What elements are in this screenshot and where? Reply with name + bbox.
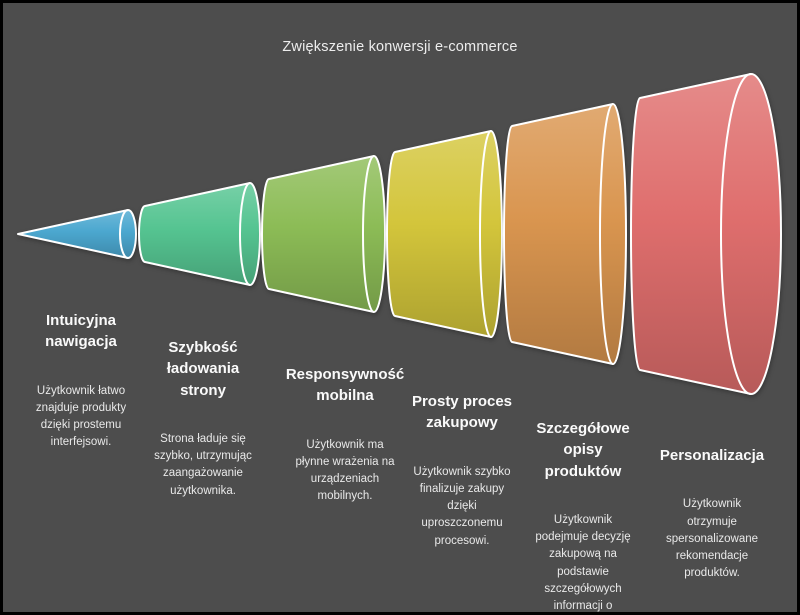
stage-description: Użytkownik podejmuje decyzję zakupową na… [535,513,631,613]
stage-label-personalizacja: Personalizacja Użytkownik otrzymuje sper… [650,427,774,601]
stage-name: Szczegółowe opisy produktów [536,420,630,480]
stage-label-prosty-proces-zakupowy: Prosty proces zakupowy Użytkownik szybko… [400,373,524,568]
stage-label-intuicyjna-nawigacja: Intuicyjna nawigacja Użytkownik łatwo zn… [19,292,143,470]
stage-name: Intuicyjna nawigacja [45,312,117,351]
stage-name: Prosty proces zakupowy [411,393,513,432]
funnel-diagram [17,73,782,395]
funnel-stage-3-shape [261,155,386,313]
stage-description: Użytkownik otrzymuje spersonalizowane re… [665,498,759,580]
funnel-stage-6-shape [630,73,782,395]
funnel-stage-5-shape [503,103,627,365]
funnel-stage-4-shape [386,130,503,338]
stage-description: Użytkownik szybko finalizuje zakupy dzię… [413,465,511,547]
stage-label-szczegolowe-opisy-produktow: Szczegółowe opisy produktów Użytkownik p… [521,400,645,613]
funnel-stage-1-shape [17,209,137,259]
diagram-title: Zwiększenie konwersji e-commerce [282,39,518,55]
stage-description: Użytkownik łatwo znajduje produkty dzięk… [35,384,127,449]
stage-description: Użytkownik ma płynne wrażenia na urządze… [295,438,395,503]
stage-label-responsywnosc-mobilna: Responsywność mobilna Użytkownik ma płyn… [283,346,407,524]
funnel-stage-2-cap-rim-line [239,182,251,286]
stage-name: Personalizacja [659,447,765,464]
funnel-stage-5-cap-rim-line [599,103,614,365]
funnel-stage-1-cap-rim-line [119,209,129,259]
funnel-stage-3-cap-rim-line [362,155,375,313]
stage-label-szybkosc-ladowania-strony: Szybkość ładowania strony Strona ładuje … [141,319,265,518]
stage-name: Szybkość ładowania strony [166,339,240,399]
funnel-stage-6-cap-rim-line [720,73,752,395]
stage-description: Strona ładuje się szybko, utrzymując zaa… [154,432,252,497]
funnel-stage-4-cap-rim-line [479,130,492,338]
funnel-stage-2-shape [138,182,261,286]
stage-name: Responsywność mobilna [285,366,405,405]
